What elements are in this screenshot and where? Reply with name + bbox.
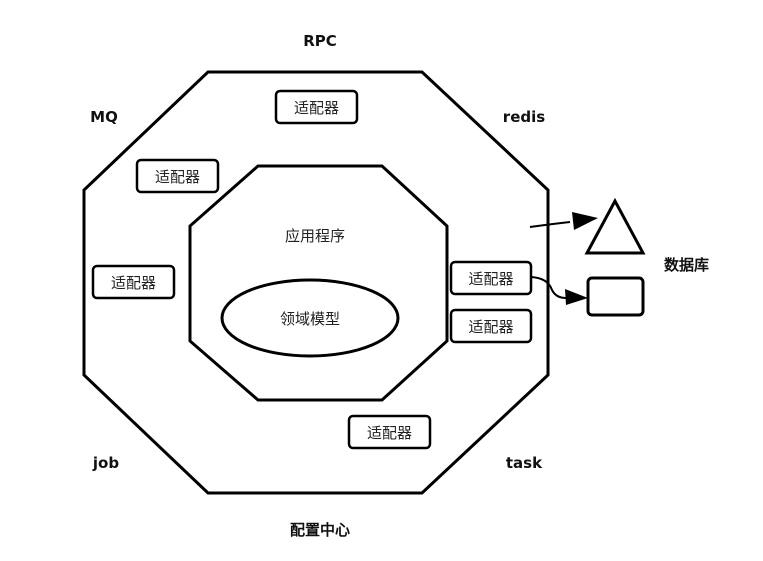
label-redis: redis — [503, 108, 545, 126]
adapter-bottom: 适配器 — [347, 414, 432, 450]
outer-octagon — [82, 70, 550, 495]
adapter-right-lower: 适配器 — [449, 308, 533, 344]
adapter-top: 适配器 — [274, 89, 359, 125]
arrowhead-triangle — [572, 212, 598, 230]
database-triangle-icon — [584, 197, 646, 255]
adapter-label: 适配器 — [294, 99, 339, 117]
connector-to-database-box — [530, 276, 567, 299]
label-config-center: 配置中心 — [290, 521, 350, 539]
adapter-label: 适配器 — [468, 318, 513, 336]
adapter-label: 适配器 — [367, 424, 412, 442]
adapter-right-upper: 适配器 — [449, 260, 533, 296]
connector-to-triangle — [529, 221, 571, 228]
adapter-label: 适配器 — [155, 168, 200, 186]
adapter-label: 适配器 — [468, 270, 513, 288]
database-box-icon — [586, 276, 645, 317]
adapter-label: 适配器 — [111, 274, 156, 292]
label-mq: MQ — [90, 108, 118, 126]
inner-octagon — [188, 164, 449, 402]
label-domain-model: 领域模型 — [280, 310, 340, 328]
arrowhead-database-box — [565, 289, 588, 305]
label-job: job — [92, 454, 119, 472]
label-rpc: RPC — [303, 32, 337, 50]
label-task: task — [506, 454, 543, 472]
domain-model-ellipse — [220, 278, 400, 358]
adapter-upper-left: 适配器 — [135, 158, 220, 194]
label-database: 数据库 — [664, 256, 709, 274]
adapter-left: 适配器 — [91, 264, 176, 300]
label-application: 应用程序 — [285, 227, 345, 245]
